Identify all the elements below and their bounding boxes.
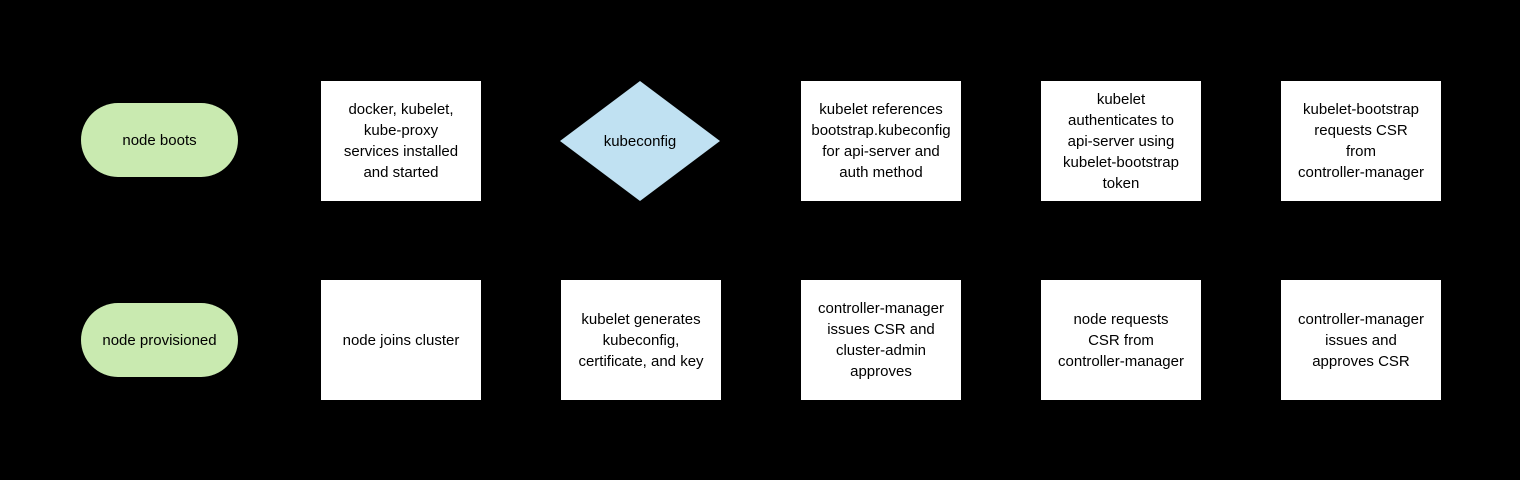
kubelet-generates-label: kubelet generates kubeconfig, certificat… <box>578 310 704 370</box>
kubelet-authenticates-label: kubelet authenticates to api-server usin… <box>1063 90 1179 192</box>
kubeconfig-decision-diamond[interactable]: kubeconfig <box>560 81 720 201</box>
kubelet-references-bootstrap-label: kubelet references bootstrap.kubeconfig … <box>811 101 951 181</box>
node-joins-cluster-box[interactable]: node joins cluster <box>321 280 481 400</box>
services-installed-box[interactable]: docker, kubelet, kube-proxy services ins… <box>321 81 481 201</box>
controller-manager-issues-csr-box[interactable]: controller-manager issues CSR and cluste… <box>801 280 961 400</box>
bootstrap-requests-csr-label: kubelet-bootstrap requests CSR from cont… <box>1298 101 1424 181</box>
controller-manager-approves-box[interactable]: controller-manager issues and approves C… <box>1281 280 1441 400</box>
node-joins-cluster-label: node joins cluster <box>342 331 460 349</box>
controller-manager-issues-csr-label: controller-manager issues CSR and cluste… <box>818 300 944 380</box>
kubelet-references-bootstrap-box[interactable]: kubelet references bootstrap.kubeconfig … <box>801 81 961 201</box>
node-boots-terminator[interactable]: node boots <box>81 103 238 177</box>
node-requests-csr-box[interactable]: node requests CSR from controller-manage… <box>1041 280 1201 400</box>
kubelet-authenticates-box[interactable]: kubelet authenticates to api-server usin… <box>1041 81 1201 201</box>
bootstrap-requests-csr-box[interactable]: kubelet-bootstrap requests CSR from cont… <box>1281 81 1441 201</box>
controller-manager-approves-label: controller-manager issues and approves C… <box>1298 310 1424 370</box>
node-provisioned-label: node provisioned <box>102 331 217 349</box>
node-requests-csr-label: node requests CSR from controller-manage… <box>1058 310 1184 370</box>
services-installed-label: docker, kubelet, kube-proxy services ins… <box>343 101 459 181</box>
kubelet-generates-box[interactable]: kubelet generates kubeconfig, certificat… <box>561 280 721 400</box>
kubeconfig-label: kubeconfig <box>603 132 677 150</box>
node-provisioned-terminator[interactable]: node provisioned <box>81 303 238 377</box>
node-boots-label: node boots <box>122 131 197 149</box>
